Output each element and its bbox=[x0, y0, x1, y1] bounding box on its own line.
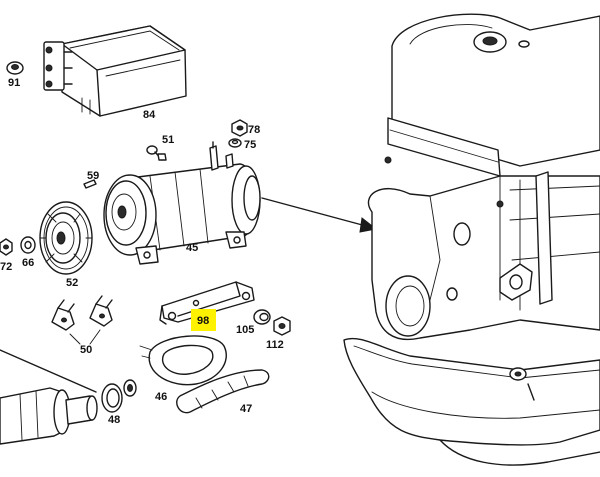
assembly-arrow bbox=[261, 197, 378, 233]
callout-50[interactable]: 50 bbox=[80, 344, 92, 356]
callout-46[interactable]: 46 bbox=[155, 391, 167, 403]
callout-98[interactable]: 98 bbox=[197, 315, 209, 327]
drive-shaft[interactable] bbox=[0, 387, 98, 445]
callout-51[interactable]: 51 bbox=[162, 134, 174, 146]
gasket-46[interactable] bbox=[139, 335, 227, 386]
pulley-52[interactable] bbox=[39, 201, 93, 275]
callout-105[interactable]: 105 bbox=[236, 324, 254, 336]
callout-45[interactable]: 45 bbox=[186, 242, 198, 254]
callout-75[interactable]: 75 bbox=[244, 139, 256, 151]
screw-51[interactable] bbox=[146, 145, 167, 161]
washer-66[interactable] bbox=[20, 236, 36, 254]
seal-48[interactable] bbox=[101, 379, 137, 413]
callout-91[interactable]: 91 bbox=[8, 77, 20, 89]
callout-66[interactable]: 66 bbox=[22, 257, 34, 269]
cable-harness-47[interactable] bbox=[176, 369, 270, 414]
callout-47[interactable]: 47 bbox=[240, 403, 252, 415]
nut-112[interactable] bbox=[273, 316, 291, 336]
callout-52[interactable]: 52 bbox=[66, 277, 78, 289]
callout-48[interactable]: 48 bbox=[108, 414, 120, 426]
callout-84[interactable]: 84 bbox=[143, 109, 156, 121]
generator[interactable] bbox=[103, 141, 261, 265]
callout-59[interactable]: 59 bbox=[87, 170, 99, 182]
callout-72[interactable]: 72 bbox=[0, 261, 12, 273]
callout-78[interactable]: 78 bbox=[248, 124, 260, 136]
voltage-regulator[interactable] bbox=[43, 25, 187, 117]
nut-91[interactable] bbox=[6, 61, 24, 75]
nut-78[interactable] bbox=[231, 119, 248, 137]
washer-75[interactable] bbox=[228, 138, 242, 148]
cable-clips-50[interactable] bbox=[51, 295, 113, 345]
callout-112[interactable]: 112 bbox=[266, 339, 284, 351]
nut-72[interactable] bbox=[0, 238, 13, 256]
ring-105[interactable] bbox=[253, 309, 271, 325]
engine-block[interactable] bbox=[343, 13, 600, 466]
highlight-98 bbox=[191, 309, 216, 331]
key-59[interactable] bbox=[83, 179, 97, 189]
leader-line bbox=[0, 349, 97, 393]
